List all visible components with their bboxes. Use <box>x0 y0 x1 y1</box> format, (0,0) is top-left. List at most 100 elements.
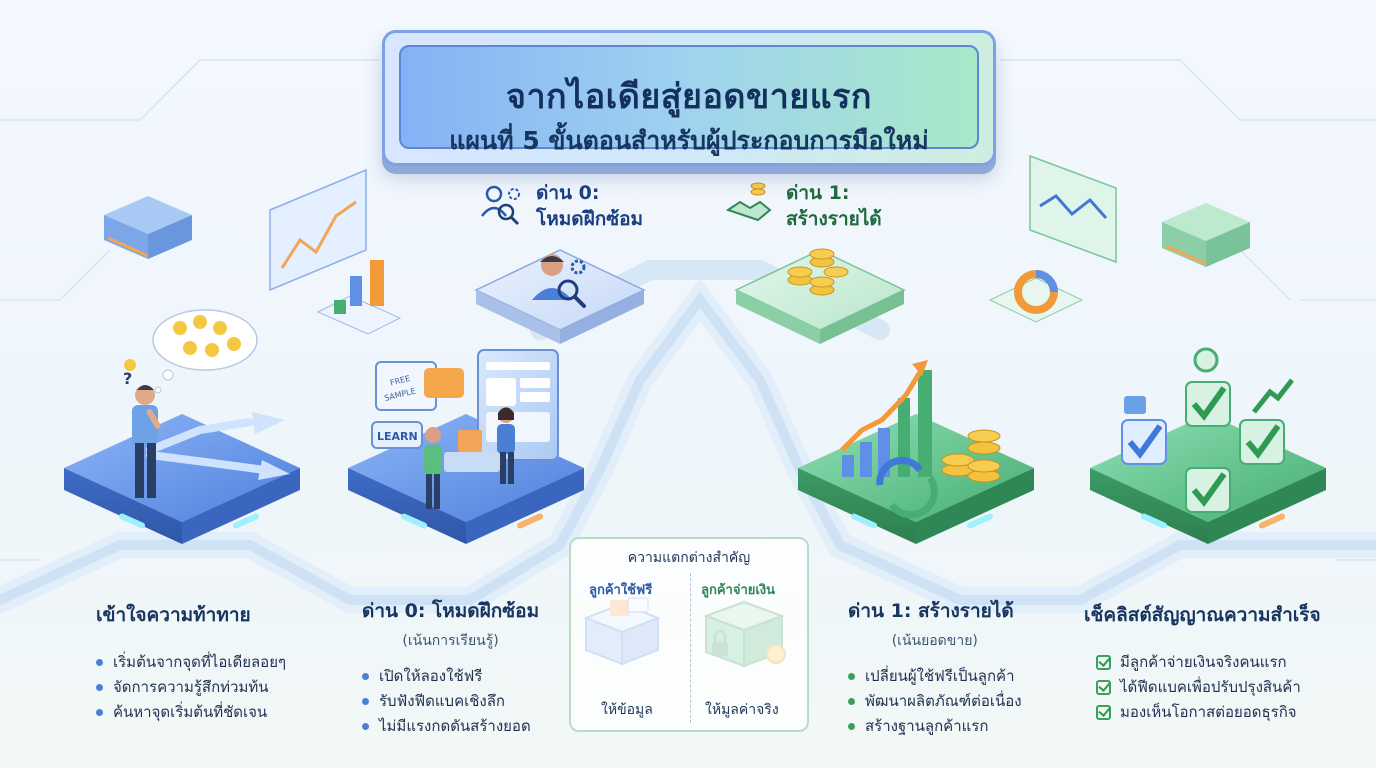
column-practice: ด่าน 0: โหมดฝึกซ้อม (เน้นการเรียนรู้) เป… <box>362 596 539 739</box>
checkbox-icon <box>1096 705 1111 720</box>
column-list: เปลี่ยนผู้ใช้ฟรีเป็นลูกค้า พัฒนาผลิตภัณฑ… <box>848 664 1022 739</box>
column-list: เริ่มต้นจากจุดที่ไอเดียลอยๆ จัดการความรู… <box>96 650 286 725</box>
column-title: ด่าน 0: โหมดฝึกซ้อม <box>362 600 540 622</box>
gate1-handshake-coins-icon <box>725 182 772 222</box>
gate1-header: ด่าน 1: สร้างรายได้ <box>786 180 882 232</box>
list-item-text: จัดการความรู้สึกท่วมท้น <box>113 678 269 696</box>
platform-challenge: ? <box>64 309 300 544</box>
free-customer-label: ลูกค้าใช้ฟรี <box>589 583 653 598</box>
chat-bubble-icon <box>424 368 464 398</box>
gate0-platform <box>474 249 646 344</box>
gate0-analyst-icon <box>481 185 520 226</box>
list-item: ไม่มีแรงกดดันสร้างยอด <box>362 714 539 739</box>
list-item: จัดการความรู้สึกท่วมท้น <box>96 675 286 700</box>
list-item: ค้นหาจุดเริ่มต้นที่ชัดเจน <box>96 700 286 725</box>
list-item-text: ไม่มีแรงกดดันสร้างยอด <box>379 717 531 735</box>
list-item: สร้างฐานลูกค้าแรก <box>848 714 1022 739</box>
list-item: เปลี่ยนผู้ใช้ฟรีเป็นลูกค้า <box>848 664 1022 689</box>
column-title: เข้าใจความท้าทาย <box>96 604 251 626</box>
bullet-icon <box>96 659 103 666</box>
bullet-icon <box>848 723 855 730</box>
column-subtitle: (เน้นยอดขาย) <box>891 633 978 649</box>
comparison-box: ความแตกต่างสำคัญ ลูกค้าใช้ฟรี ลูกค้าจ่าย… <box>569 537 809 732</box>
growth-bar-chart-icon <box>840 360 932 477</box>
title-banner-inner: จากไอเดียสู่ยอดขายแรก แผนที่ 5 ขั้นตอนสำ… <box>399 45 979 155</box>
customer-person-icon <box>424 427 442 509</box>
free-customer-caption: ให้ข้อมูล <box>601 702 653 718</box>
list-item-text: เปิดให้ลองใช้ฟรี <box>379 667 483 685</box>
list-item: พัฒนาผลิตภัณฑ์ต่อเนื่อง <box>848 689 1022 714</box>
line-chart-card-icon <box>269 168 367 292</box>
bullet-icon <box>362 673 369 680</box>
floating-decorations <box>104 154 1250 335</box>
list-item: มีลูกค้าจ่ายเงินจริงคนแรก <box>1096 650 1321 675</box>
page-title: จากไอเดียสู่ยอดขายแรก <box>506 77 872 117</box>
bullet-icon <box>848 698 855 705</box>
gate0-line1: ด่าน 0: <box>536 182 600 204</box>
comparison-title: ความแตกต่างสำคัญ <box>627 550 751 566</box>
thinking-person-icon <box>132 385 161 498</box>
list-item: มองเห็นโอกาสต่อยอดธุรกิจ <box>1096 700 1321 725</box>
column-checklist: เช็คลิสต์สัญญาณความสำเร็จ มีลูกค้าจ่ายเง… <box>1084 600 1321 725</box>
list-item-text: ได้ฟีดแบคเพื่อปรับปรุงสินค้า <box>1120 678 1301 696</box>
column-title: เช็คลิสต์สัญญาณความสำเร็จ <box>1084 604 1321 626</box>
coins-icon <box>941 429 1001 483</box>
column-subtitle: (เน้นการเรียนรู้) <box>402 633 499 649</box>
check-tiles-icon <box>1121 347 1294 513</box>
platform-checklist <box>1090 347 1326 544</box>
checkbox-icon <box>1096 680 1111 695</box>
list-item: เริ่มต้นจากจุดที่ไอเดียลอยๆ <box>96 650 286 675</box>
gate1-line2: สร้างรายได้ <box>786 208 882 230</box>
list-item-text: ค้นหาจุดเริ่มต้นที่ชัดเจน <box>113 703 268 721</box>
column-challenge: เข้าใจความท้าทาย เริ่มต้นจากจุดที่ไอเดีย… <box>96 600 286 725</box>
bullet-icon <box>96 684 103 691</box>
green-cube-icon <box>1162 203 1250 267</box>
page-subtitle: แผนที่ 5 ขั้นตอนสำหรับผู้ประกอบการมือใหม… <box>449 126 929 155</box>
list-item: ได้ฟีดแบคเพื่อปรับปรุงสินค้า <box>1096 675 1321 700</box>
idea-cloud-icon <box>124 309 258 394</box>
list-item-text: มองเห็นโอกาสต่อยอดธุรกิจ <box>1120 703 1297 721</box>
list-item-text: รับฟังฟีดแบคเชิงลึก <box>379 692 506 710</box>
column-title: ด่าน 1: สร้างรายได้ <box>848 600 1014 622</box>
presenter-person-icon <box>497 407 515 484</box>
column-list: เปิดให้ลองใช้ฟรี รับฟังฟีดแบคเชิงลึก ไม่… <box>362 664 539 739</box>
wave-chart-card-icon <box>1029 154 1117 264</box>
list-item-text: สร้างฐานลูกค้าแรก <box>865 717 989 735</box>
checkbox-icon <box>1096 655 1111 670</box>
server-cube-icon <box>104 196 192 259</box>
title-banner: จากไอเดียสู่ยอดขายแรก แผนที่ 5 ขั้นตอนสำ… <box>382 30 996 166</box>
list-item-text: พัฒนาผลิตภัณฑ์ต่อเนื่อง <box>865 692 1022 710</box>
gate1-platform <box>734 248 906 344</box>
target-icon <box>1193 347 1219 373</box>
analyst-magnifier-icon <box>532 254 586 308</box>
gear-icon <box>570 259 586 275</box>
list-item-text: เริ่มต้นจากจุดที่ไอเดียลอยๆ <box>113 653 287 671</box>
circuit-lines <box>0 59 1376 561</box>
bar-chart-block-icon <box>316 260 402 335</box>
bullet-icon <box>362 723 369 730</box>
paying-customer-caption: ให้มูลค่าจริง <box>705 702 779 718</box>
bullet-icon <box>362 698 369 705</box>
coin-stack-icon <box>787 248 849 296</box>
browser-window-icon <box>477 349 559 461</box>
comparison-divider <box>690 573 691 723</box>
platform-revenue <box>798 360 1034 544</box>
platform-practice: FREE SAMPLE LEARN <box>348 349 584 544</box>
gate0-line2: โหมดฝึกซ้อม <box>536 208 644 230</box>
list-item-text: มีลูกค้าจ่ายเงินจริงคนแรก <box>1120 653 1287 671</box>
table-icon <box>444 452 500 472</box>
bullet-icon <box>96 709 103 716</box>
gate1-line1: ด่าน 1: <box>786 182 850 204</box>
bullet-icon <box>848 673 855 680</box>
cycle-arrows-icon <box>876 457 938 519</box>
gate0-header: ด่าน 0: โหมดฝึกซ้อม <box>536 180 643 232</box>
free-sample-card-icon: FREE SAMPLE <box>375 361 437 411</box>
trend-arrow-icon <box>1252 378 1294 414</box>
column-revenue: ด่าน 1: สร้างรายได้ (เน้นยอดขาย) เปลี่ยน… <box>848 596 1022 739</box>
learn-label: LEARN <box>377 430 418 443</box>
donut-chart-icon <box>988 270 1084 323</box>
list-item: รับฟังฟีดแบคเชิงลึก <box>362 689 539 714</box>
box-icon <box>458 430 482 452</box>
column-list: มีลูกค้าจ่ายเงินจริงคนแรก ได้ฟีดแบคเพื่อ… <box>1084 650 1321 725</box>
learn-bubble-icon: LEARN <box>371 421 423 449</box>
